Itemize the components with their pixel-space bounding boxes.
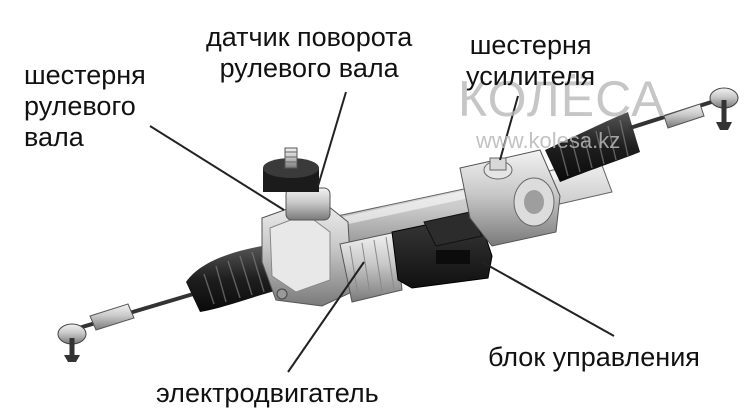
watermark-logo: КОЛЁСА [458,71,666,127]
left-bellows-boot [186,246,286,312]
label-steering-shaft-gear-line2: рулевого [24,91,136,121]
booster-gear-housing [459,149,561,247]
electric-motor [339,231,403,303]
callout-line-rotation-sensor [317,91,347,187]
label-control-unit: блок управления [488,342,700,372]
label-rotation-sensor-line1: датчик поворота [206,22,413,52]
label-rotation-sensor-line2: рулевого вала [219,53,399,83]
label-steering-shaft-gear-line1: шестерня [24,60,146,90]
label-rotation-sensor: датчик поворота рулевого вала [206,22,412,84]
left-tie-rod [57,290,201,362]
label-booster-gear-line2: усилителя [466,61,596,91]
right-tie-rod [629,87,739,130]
callout-line-electric-motor [287,261,365,373]
right-bellows-boot [545,112,640,182]
label-booster-gear: шестерня усилителя [466,30,595,92]
label-steering-shaft-gear-line3: вала [24,122,84,152]
callout-line-booster-gear [499,95,519,161]
label-electric-motor: электродвигатель [156,378,379,408]
label-booster-gear-line1: шестерня [469,30,592,60]
control-unit-box [391,211,493,289]
watermark-url: www.kolesa.kz [476,128,621,153]
callout-line-control-unit [481,261,615,337]
steering-rack-illustration [57,87,739,373]
callout-line-steering-shaft-gear [149,125,285,211]
steering-gear-housing [261,147,353,307]
label-steering-shaft-gear: шестерня рулевого вала [24,60,146,153]
